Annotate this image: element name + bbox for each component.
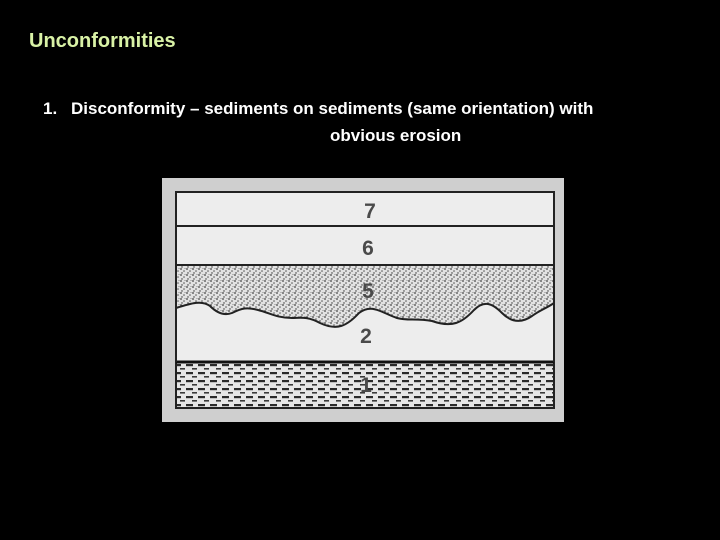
bullet-text-line1: Disconformity – sediments on sediments (… xyxy=(71,99,594,118)
layer-label-6: 6 xyxy=(362,237,374,260)
layer-label-5: 5 xyxy=(362,280,374,303)
bullet-text-line2: obvious erosion xyxy=(330,126,462,145)
disconformity-diagram: 7 6 5 2 1 xyxy=(162,178,564,422)
layer-label-2: 2 xyxy=(360,325,372,348)
bullet-number: 1. xyxy=(43,99,58,118)
layer-label-1: 1 xyxy=(360,374,372,397)
layer-5 xyxy=(175,264,555,328)
slide-title: Unconformities xyxy=(29,30,176,52)
layer-label-7: 7 xyxy=(364,200,376,223)
layer-7 xyxy=(175,191,555,227)
layer-1 xyxy=(175,361,555,409)
